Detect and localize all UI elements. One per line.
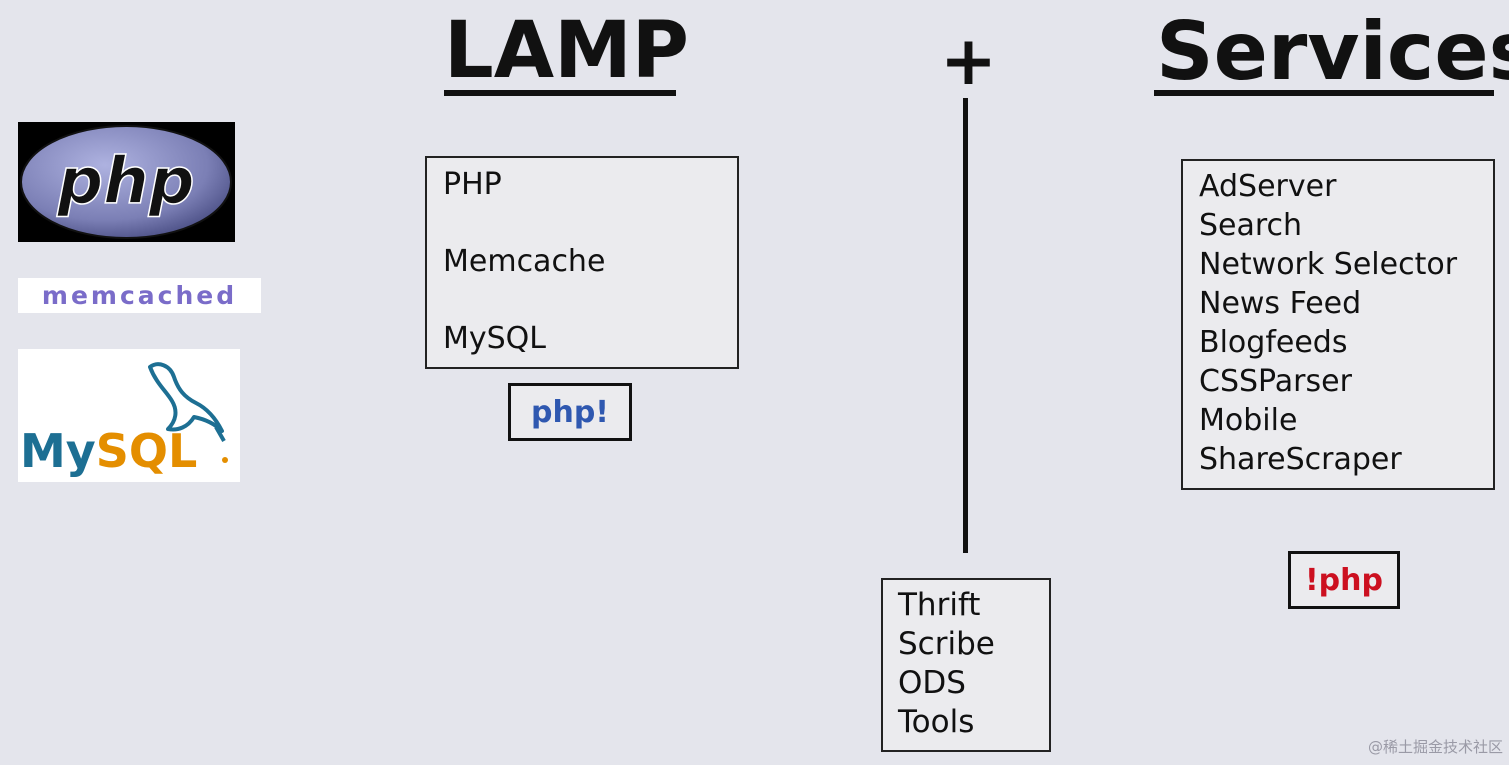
php-badge: php! — [508, 383, 632, 441]
lamp-title-underline — [444, 90, 676, 96]
tools-item: ODS — [898, 665, 966, 701]
service-item: Mobile — [1199, 403, 1298, 438]
watermark: @稀土掘金技术社区 — [1367, 738, 1503, 756]
tools-item: Thrift — [898, 587, 981, 623]
service-item: Blogfeeds — [1199, 325, 1348, 360]
dolphin-icon — [148, 362, 224, 433]
memcached-logo-text: memcached — [41, 281, 238, 310]
divider-line — [963, 98, 968, 553]
mysql-logo-text: MySQL — [20, 424, 197, 478]
service-item: AdServer — [1199, 169, 1337, 204]
lamp-title: LAMP — [444, 6, 689, 96]
php-logo-text: php — [56, 145, 194, 219]
tools-item: Scribe — [898, 626, 995, 662]
service-item: Network Selector — [1199, 247, 1458, 282]
plus-sign: + — [940, 22, 997, 101]
service-item: News Feed — [1199, 286, 1362, 321]
mysql-logo: MySQL — [18, 349, 240, 482]
services-title-underline — [1154, 90, 1494, 96]
not-php-badge-label: !php — [1305, 563, 1383, 598]
php-badge-label: php! — [531, 395, 609, 430]
service-item: Search — [1199, 208, 1303, 243]
service-item: CSSParser — [1199, 364, 1352, 399]
not-php-badge: !php — [1288, 551, 1400, 609]
service-item: ShareScraper — [1199, 442, 1402, 477]
lamp-item-mysql: MySQL — [443, 321, 547, 356]
lamp-item-php: PHP — [443, 167, 502, 202]
services-title: Services — [1156, 5, 1509, 98]
memcached-logo: memcached — [18, 278, 261, 313]
lamp-item-memcache: Memcache — [443, 244, 606, 279]
lamp-stack-box: PHP Memcache MySQL — [425, 156, 739, 369]
tools-item: Tools — [898, 704, 975, 740]
tools-box: Thrift Scribe ODS Tools — [881, 578, 1051, 752]
php-logo: php — [18, 122, 235, 242]
services-box: AdServer Search Network Selector News Fe… — [1181, 159, 1495, 490]
